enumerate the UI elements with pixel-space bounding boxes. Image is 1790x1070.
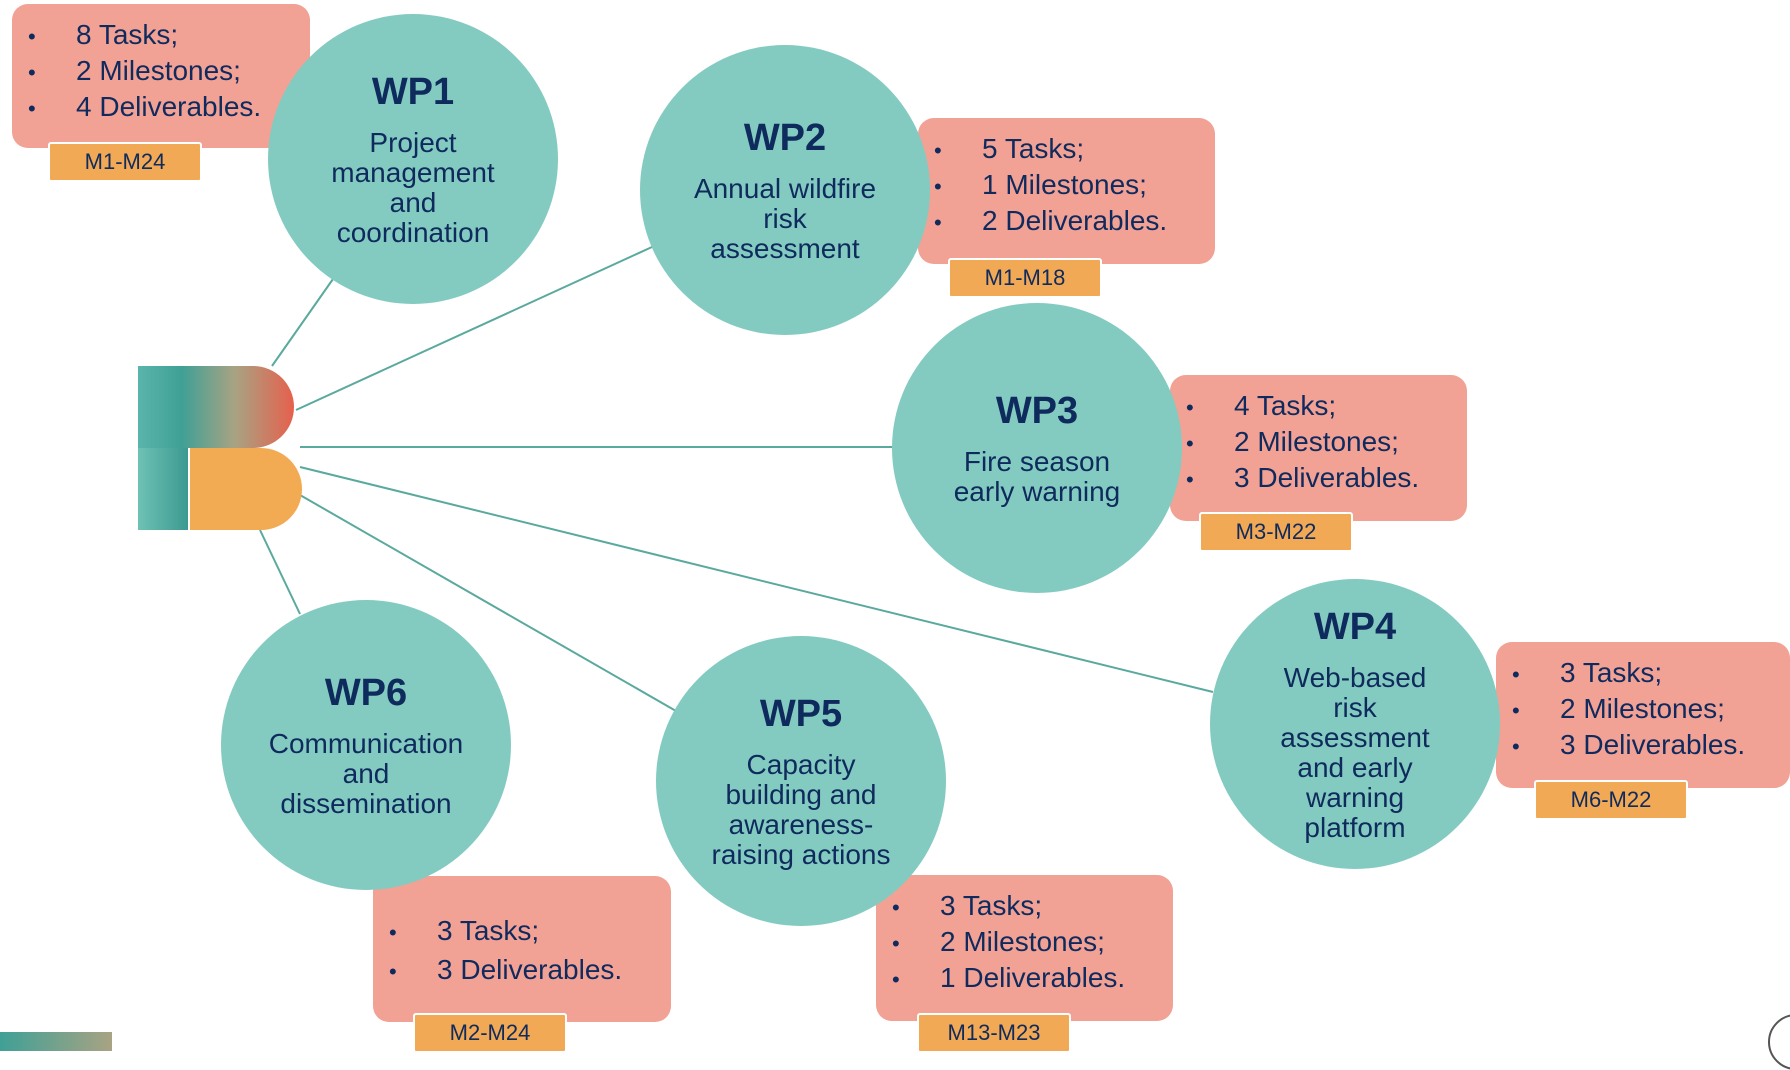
wp3-info-box: 4 Tasks; 2 Milestones; 3 Deliverables. [1170, 375, 1467, 521]
wp5-title: Capacity building and awareness-raising … [711, 748, 891, 870]
wp2-item: 2 Deliverables. [934, 204, 1199, 240]
wp5-item: 3 Tasks; [892, 889, 1157, 925]
wp2-period-tag: M1-M18 [948, 258, 1102, 298]
wp5-item: 2 Milestones; [892, 925, 1157, 961]
wp3-circle: WP3 Fire season early warning [892, 303, 1182, 593]
wp5-info-box: 3 Tasks; 2 Milestones; 1 Deliverables. [876, 875, 1173, 1021]
wp4-title: Web-based risk assessment and early warn… [1280, 661, 1430, 843]
logo-top-shape [138, 366, 294, 448]
wp1-item: 2 Milestones; [28, 54, 294, 90]
connector-wp2 [295, 246, 653, 411]
brand-logo-fragment [0, 1032, 112, 1051]
wp4-period-tag: M6-M22 [1534, 780, 1688, 820]
wp1-period-tag: M1-M24 [48, 142, 202, 182]
wp6-title: Communication and dissemination [268, 727, 464, 819]
wp1-title: Project management and coordination [331, 126, 495, 248]
wp2-title: Annual wildfire risk assessment [693, 172, 877, 264]
wp1-info-box: 8 Tasks; 2 Milestones; 4 Deliverables. [12, 4, 310, 148]
wp4-item: 3 Deliverables. [1512, 728, 1774, 764]
wp3-title: Fire season early warning [953, 445, 1121, 507]
wp5-item: 1 Deliverables. [892, 961, 1157, 997]
wp2-info-box: 5 Tasks; 1 Milestones; 2 Deliverables. [918, 118, 1215, 264]
wp3-period-tag: M3-M22 [1199, 512, 1353, 552]
connector-wp1 [271, 278, 334, 367]
wp2-circle: WP2 Annual wildfire risk assessment [640, 45, 930, 335]
wp2-item: 5 Tasks; [934, 132, 1199, 168]
wp1-item: 8 Tasks; [28, 18, 294, 54]
wp5-circle: WP5 Capacity building and awareness-rais… [656, 636, 946, 926]
wp4-item: 3 Tasks; [1512, 656, 1774, 692]
wp6-circle: WP6 Communication and dissemination [221, 600, 511, 890]
wp2-item: 1 Milestones; [934, 168, 1199, 204]
wp4-item: 2 Milestones; [1512, 692, 1774, 728]
wp4-circle: WP4 Web-based risk assessment and early … [1210, 579, 1500, 869]
wp6-code: WP6 [324, 671, 408, 714]
connector-wp5 [299, 494, 677, 712]
wp6-info-box: 3 Tasks; 3 Deliverables. [373, 876, 671, 1022]
wp1-code: WP1 [371, 70, 455, 113]
wp1-item: 4 Deliverables. [28, 90, 294, 126]
connector-wp6 [259, 529, 301, 615]
wp6-item: 3 Tasks; [389, 912, 655, 951]
logo-bottom-shape [188, 448, 302, 530]
wp2-code: WP2 [743, 116, 827, 159]
wp5-period-tag: M13-M23 [917, 1013, 1071, 1053]
wp3-item: 2 Milestones; [1186, 425, 1451, 461]
wp5-code: WP5 [759, 692, 843, 735]
connector-wp4 [299, 466, 1214, 693]
wp4-info-box: 3 Tasks; 2 Milestones; 3 Deliverables. [1496, 642, 1790, 788]
wp1-circle: WP1 Project management and coordination [268, 14, 558, 304]
wp4-code: WP4 [1313, 605, 1397, 648]
wp3-code: WP3 [995, 389, 1079, 432]
wp3-item: 4 Tasks; [1186, 389, 1451, 425]
logo-stem-shape [138, 448, 188, 530]
wp6-period-tag: M2-M24 [413, 1013, 567, 1053]
wp6-item: 3 Deliverables. [389, 951, 655, 990]
wp3-item: 3 Deliverables. [1186, 461, 1451, 497]
